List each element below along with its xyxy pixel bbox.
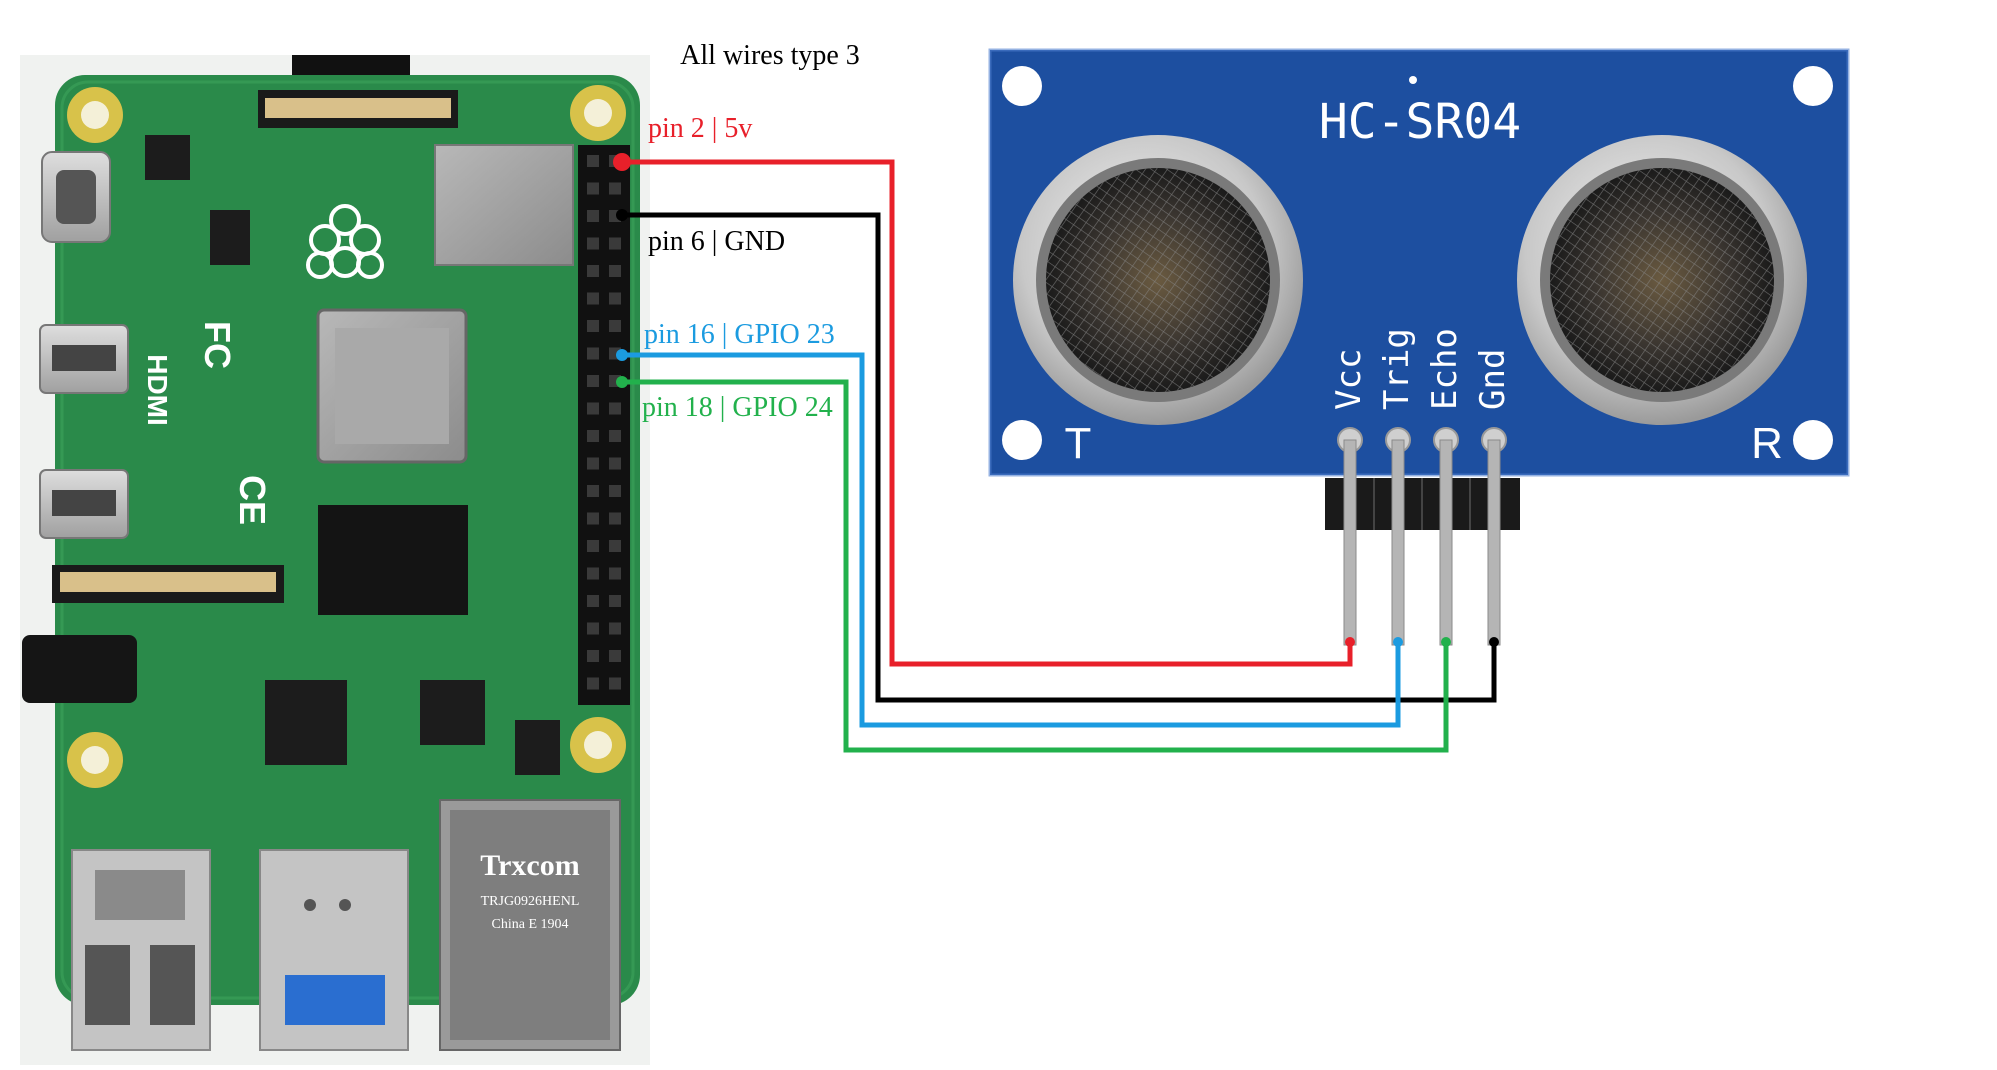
- gpio-pin: [587, 485, 599, 497]
- gpio-pin: [587, 237, 599, 250]
- ethernet-port: Trxcom TRJG0926HENL China E 1904: [439, 799, 621, 1051]
- gpio-pin: [587, 677, 599, 690]
- ethernet-origin: China E 1904: [492, 917, 569, 932]
- sensor-header-pins: [1343, 439, 1501, 646]
- gpio-pin: [587, 347, 599, 360]
- gpio-pin: [587, 457, 599, 470]
- mounting-hole: [67, 732, 123, 788]
- fc-logo: FC: [197, 321, 238, 369]
- wire-gpio23-pi-end: [616, 349, 628, 361]
- wire-gpio24: [622, 379, 1449, 753]
- wire-5v-pi-end: [613, 153, 631, 171]
- usb3-port: [259, 849, 409, 1051]
- wire-type-note: All wires type 3: [680, 40, 860, 71]
- ram-chip: [318, 505, 468, 615]
- gpio-header: [578, 145, 630, 705]
- gpio-pin: [609, 292, 621, 305]
- gpio-pin: [609, 320, 621, 332]
- wire-label-gpio24: pin 18 | GPIO 24: [642, 392, 833, 423]
- gpio-pin: [587, 402, 599, 415]
- wire-5v-sensor-end: [1345, 637, 1355, 647]
- gpio-pin: [587, 320, 599, 332]
- hc-sr04-sensor: HC-SR04 T R Vcc Trig Echo Gnd: [988, 48, 1850, 646]
- usb2-port: [71, 849, 211, 1051]
- ethernet-brand: Trxcom: [480, 849, 579, 882]
- gpio-pin: [587, 595, 599, 607]
- gpio-pin: [609, 402, 621, 415]
- gpio-pin: [587, 292, 599, 305]
- wire-gnd-sensor-end: [1489, 637, 1499, 647]
- sensor-pin-label-vcc: Vcc: [1329, 349, 1369, 410]
- gpio-pin: [609, 182, 621, 195]
- gpio-pin: [587, 540, 599, 552]
- ce-logo: CE: [232, 475, 273, 525]
- raspberry-pi-board: HDMI FC CE: [20, 55, 650, 1065]
- gpio-pin: [587, 210, 599, 222]
- mounting-hole: [570, 717, 626, 773]
- wire-gpio23-sensor-end: [1393, 637, 1403, 647]
- receiver-label: R: [1751, 419, 1783, 468]
- gpio-pin: [587, 430, 599, 442]
- sensor-pin-label-echo: Echo: [1425, 328, 1465, 410]
- gpio-pin: [587, 155, 599, 167]
- transmitter-transducer: [1013, 135, 1303, 425]
- wire-gnd-pi-end: [616, 209, 628, 221]
- wire-label-5v: pin 2 | 5v: [648, 113, 752, 144]
- wire-label-gpio23: pin 16 | GPIO 23: [644, 319, 835, 350]
- sensor-pin-label-gnd: Gnd: [1473, 349, 1513, 410]
- mounting-hole: [570, 85, 626, 141]
- wire-gpio24-pi-end: [616, 376, 628, 388]
- mounting-hole: [67, 87, 123, 143]
- gpio-pin: [587, 182, 599, 195]
- wires: [613, 153, 1499, 753]
- gpio-pin: [609, 512, 621, 525]
- sensor-model: HC-SR04: [1319, 94, 1521, 150]
- gpio-pin: [587, 622, 599, 635]
- gpio-pin: [587, 567, 599, 580]
- gpio-pin: [609, 540, 621, 552]
- receiver-transducer: [1517, 135, 1807, 425]
- gpio-pin: [609, 265, 621, 277]
- gpio-pin: [587, 375, 599, 387]
- gpio-pin: [609, 650, 621, 662]
- wire-gpio23: [622, 352, 1401, 728]
- hdmi-silkscreen: HDMI: [142, 354, 173, 426]
- gpio-pin: [587, 512, 599, 525]
- wire-gpio24-sensor-end: [1441, 637, 1451, 647]
- wire-label-gnd: pin 6 | GND: [648, 226, 785, 257]
- gpio-pin: [587, 265, 599, 277]
- wifi-shield: [434, 144, 574, 266]
- gpio-pin: [609, 622, 621, 635]
- wire-5v: [622, 159, 1353, 667]
- audio-jack: [22, 635, 137, 703]
- gpio-pin: [609, 595, 621, 607]
- gpio-pin: [587, 650, 599, 662]
- gpio-pin: [609, 567, 621, 580]
- raspberry-logo-icon: [306, 204, 384, 279]
- gpio-pin: [609, 485, 621, 497]
- gpio-pin: [609, 457, 621, 470]
- gpio-pin: [609, 677, 621, 690]
- transmitter-label: T: [1065, 419, 1092, 468]
- ethernet-code: TRJG0926HENL: [481, 894, 580, 909]
- sensor-pin-label-trig: Trig: [1377, 328, 1417, 410]
- wire-gnd: [622, 212, 1497, 703]
- gpio-pin: [609, 237, 621, 250]
- gpio-pin: [609, 430, 621, 442]
